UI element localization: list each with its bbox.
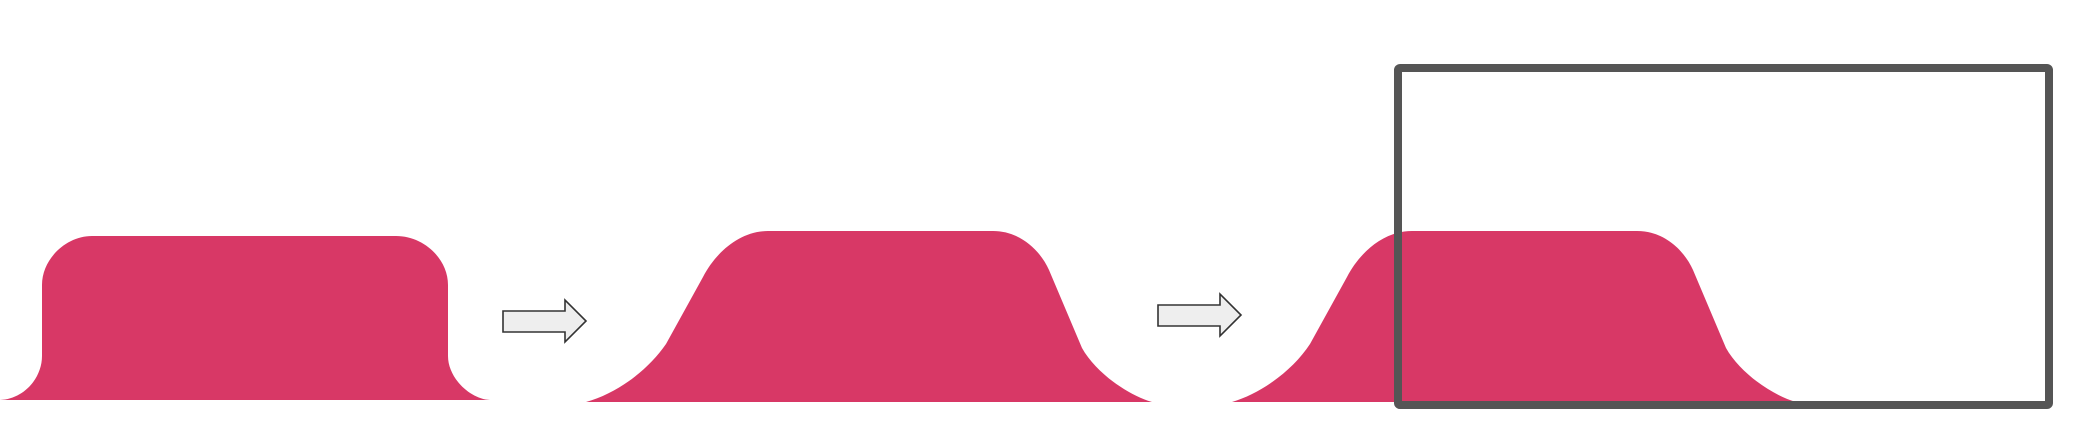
selected-sloped-tab-shape <box>1232 231 1796 402</box>
selection-rectangle <box>1394 64 2053 409</box>
sloped-tab-shape <box>586 231 1152 402</box>
arrow-right-icon <box>502 298 588 344</box>
arrow-right-icon <box>1157 292 1243 338</box>
rounded-tab-shape <box>0 236 490 400</box>
